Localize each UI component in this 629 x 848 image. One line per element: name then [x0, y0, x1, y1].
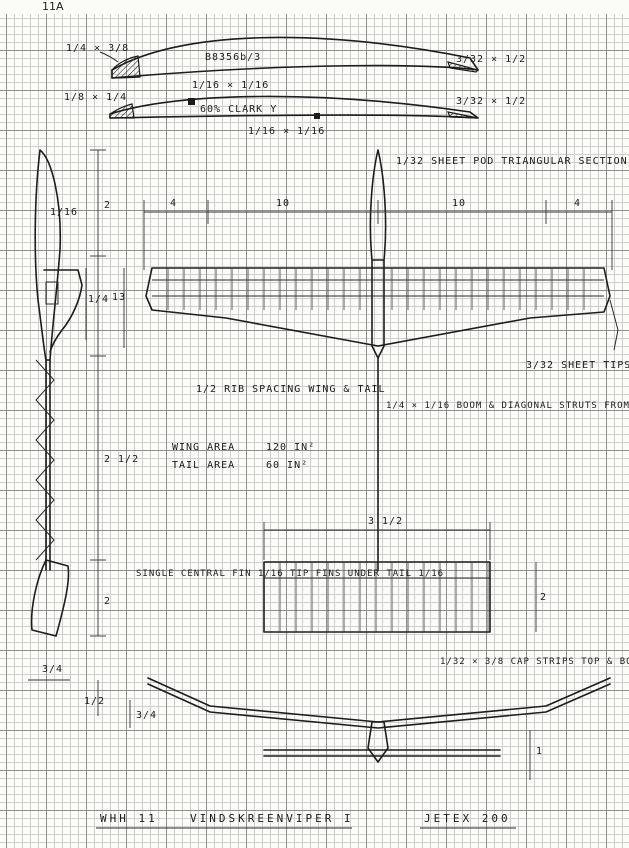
pod-width-dim: 3/4: [136, 710, 157, 721]
pod-note: 1/32 SHEET POD TRIANGULAR SECTION: [396, 156, 628, 167]
wing-area-label: WING AREA: [172, 442, 235, 453]
tail-offset-label: 3/4: [42, 664, 63, 675]
tail-chord-dim: 2: [540, 592, 547, 603]
lower-airfoil-section: 1/8 × 1/4 1/16 × 1/16 60% CLARK Y 1/16 ×…: [64, 80, 526, 137]
plan-designation: WHH 11: [100, 812, 158, 825]
tail-ribs: [279, 562, 489, 632]
boom-length-label: 2 1/2: [104, 454, 139, 465]
page-reference: 11A: [42, 0, 64, 13]
tail-plan-view: 3 1/2 2: [263, 516, 547, 633]
fin-note: SINGLE CENTRAL FIN 1/16 TIP FINS UNDER T…: [136, 569, 444, 579]
lower-airfoil-name: 60% CLARK Y: [200, 104, 277, 115]
nose-length-label: 2: [104, 200, 111, 211]
upper-le-size-label: 1/4 × 3/8: [66, 43, 129, 54]
engine-label: JETEX 200: [424, 812, 511, 825]
fin-offset-label: 1/16: [50, 207, 78, 218]
fin-height-label: 2: [104, 596, 111, 607]
wing-chord-dim: 13: [112, 292, 126, 303]
rib-spacing-note: 1/2 RIB SPACING WING & TAIL: [196, 384, 386, 395]
pod-depth-label: 1/4: [88, 294, 109, 305]
wing-inner-left-dim: 10: [276, 198, 290, 209]
wing-plan-view: 4 10 10 4 13: [112, 149, 619, 571]
upper-airfoil-name: B8356b/3: [205, 52, 261, 63]
lower-spar-top-label: 1/16 × 1/16: [192, 80, 269, 91]
title-block: WHH 11 VINDSKREENVIPER I JETEX 200: [96, 812, 516, 829]
cap-strip-note: 1/32 × 3/8 CAP STRIPS TOP & BOTTOM: [440, 657, 629, 667]
lower-te-size-label: 3/32 × 1/2: [456, 96, 526, 107]
front-view: 1/2 3/4 1: [84, 677, 611, 780]
fuselage-side-view: 1/16 2 1/4 2 1/2 2 3/4: [28, 149, 139, 681]
sheet-margin: [0, 0, 629, 14]
lower-spar-bottom-label: 1/16 × 1/16: [248, 126, 325, 137]
plan-name: VINDSKREENVIPER I: [190, 812, 354, 825]
lower-le-size-label: 1/8 × 1/4: [64, 92, 127, 103]
wing-inner-right-dim: 10: [452, 198, 466, 209]
dihedral-dim: 1/2: [84, 696, 105, 707]
tail-area-label: TAIL AREA: [172, 460, 235, 471]
upper-te-size-label: 3/32 × 1/2: [456, 54, 526, 65]
wing-ribs: [167, 268, 585, 310]
upper-airfoil-section: 1/4 × 3/8 B8356b/3 3/32 × 1/2: [66, 36, 526, 79]
tail-area-value: 60 IN²: [266, 460, 308, 471]
sheet-tips-note: 3/32 SHEET TIPS: [526, 360, 629, 371]
boom-note: 1/4 × 1/16 BOOM & DIAGONAL STRUTS FROM N…: [386, 401, 629, 411]
wing-outer-left-dim: 4: [170, 198, 177, 209]
wing-area-value: 120 IN²: [266, 442, 315, 453]
tail-height-dim: 1: [536, 746, 543, 757]
tail-span-dim: 3 1/2: [368, 516, 403, 527]
wing-outer-right-dim: 4: [574, 198, 581, 209]
